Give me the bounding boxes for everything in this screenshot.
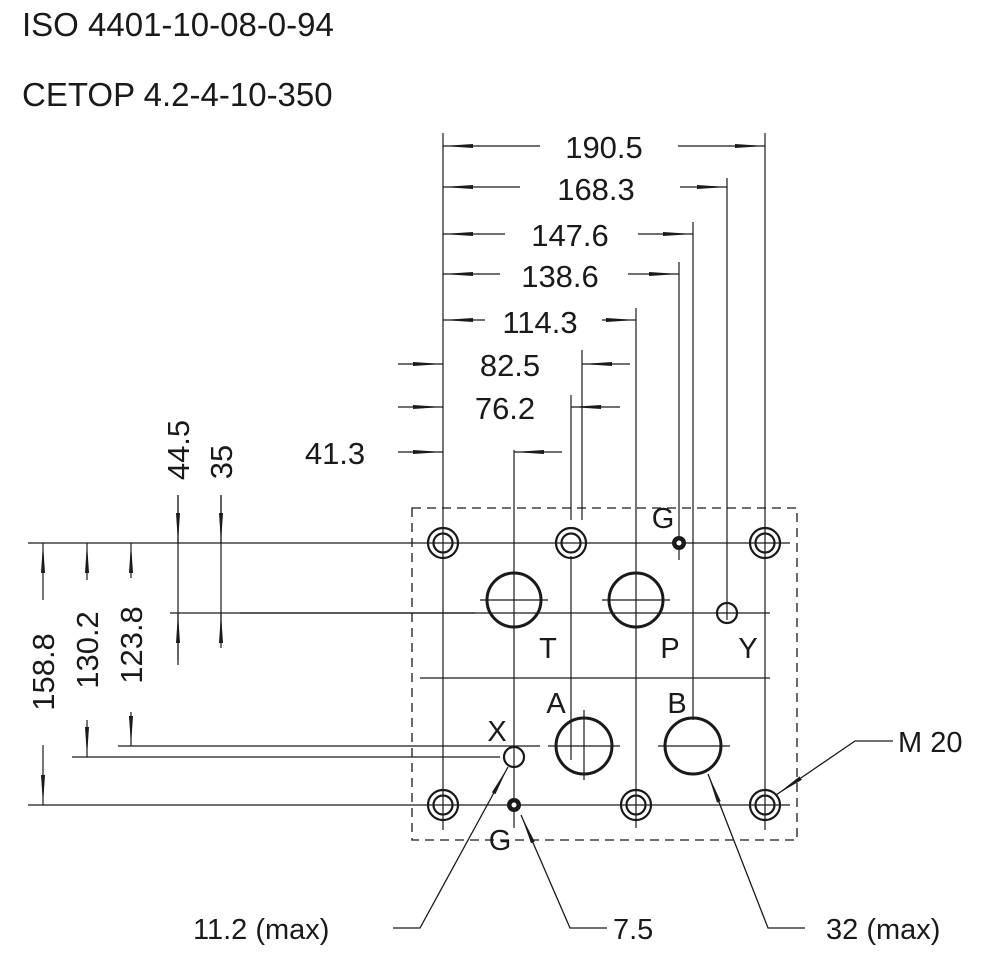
callout-m20: M 20 (898, 727, 962, 759)
bolt-hole-top-middle (554, 526, 588, 560)
locating-pins (507, 536, 686, 812)
callout-labels: M 20 11.2 (max) 7.5 32 (max) (193, 727, 962, 946)
callout-7-5: 7.5 (613, 914, 653, 946)
callout-32-max: 32 (max) (826, 914, 940, 946)
dim-44-5: 44.5 (161, 420, 196, 480)
port-y-hole (715, 601, 739, 625)
dim-147-6: 147.6 (531, 218, 609, 253)
bolt-hole-top-right (748, 526, 782, 560)
bolt-hole-top-left (426, 526, 460, 560)
subplate-outline (411, 507, 798, 841)
dim-114-3: 114.3 (502, 305, 577, 340)
dim-190-5: 190.5 (565, 130, 643, 165)
dim-76-2: 76.2 (475, 391, 535, 426)
dim-82-5: 82.5 (480, 348, 540, 383)
dim-158-8: 158.8 (26, 633, 61, 711)
port-x-hole (502, 745, 526, 769)
leader-lines (393, 740, 893, 929)
label-p: P (660, 633, 679, 665)
label-g-top: G (652, 503, 675, 535)
dim-130-2: 130.2 (70, 611, 105, 689)
dim-138-6: 138.6 (521, 259, 599, 294)
port-centerlines (480, 599, 730, 780)
bolt-hole-bottom-left (426, 788, 460, 822)
bolt-hole-bottom-right (748, 788, 782, 822)
port-labels: T P Y A B X G G (487, 503, 757, 857)
horizontal-dimensions: 190.5 168.3 147.6 138.6 114.3 82.5 76.2 … (305, 130, 765, 471)
label-y: Y (738, 633, 757, 665)
extension-lines (28, 133, 790, 830)
label-b: B (667, 688, 686, 720)
dim-123-8: 123.8 (114, 606, 149, 684)
callout-11-2-max: 11.2 (max) (193, 914, 329, 946)
cetop-standard-title: CETOP 4.2-4-10-350 (22, 76, 333, 113)
dim-35: 35 (204, 445, 239, 479)
label-t: T (539, 633, 557, 665)
dim-168-3: 168.3 (557, 172, 635, 207)
label-a: A (546, 688, 566, 720)
main-ports (485, 571, 739, 776)
label-g-bottom: G (489, 825, 512, 857)
dim-41-3: 41.3 (305, 436, 365, 471)
bolt-hole-bottom-middle (619, 788, 653, 822)
vertical-dimensions: 44.5 35 158.8 130.2 123.8 (26, 420, 239, 805)
label-x: X (487, 716, 506, 748)
iso-standard-title: ISO 4401-10-08-0-94 (22, 6, 334, 43)
mounting-bolt-holes (426, 526, 782, 822)
